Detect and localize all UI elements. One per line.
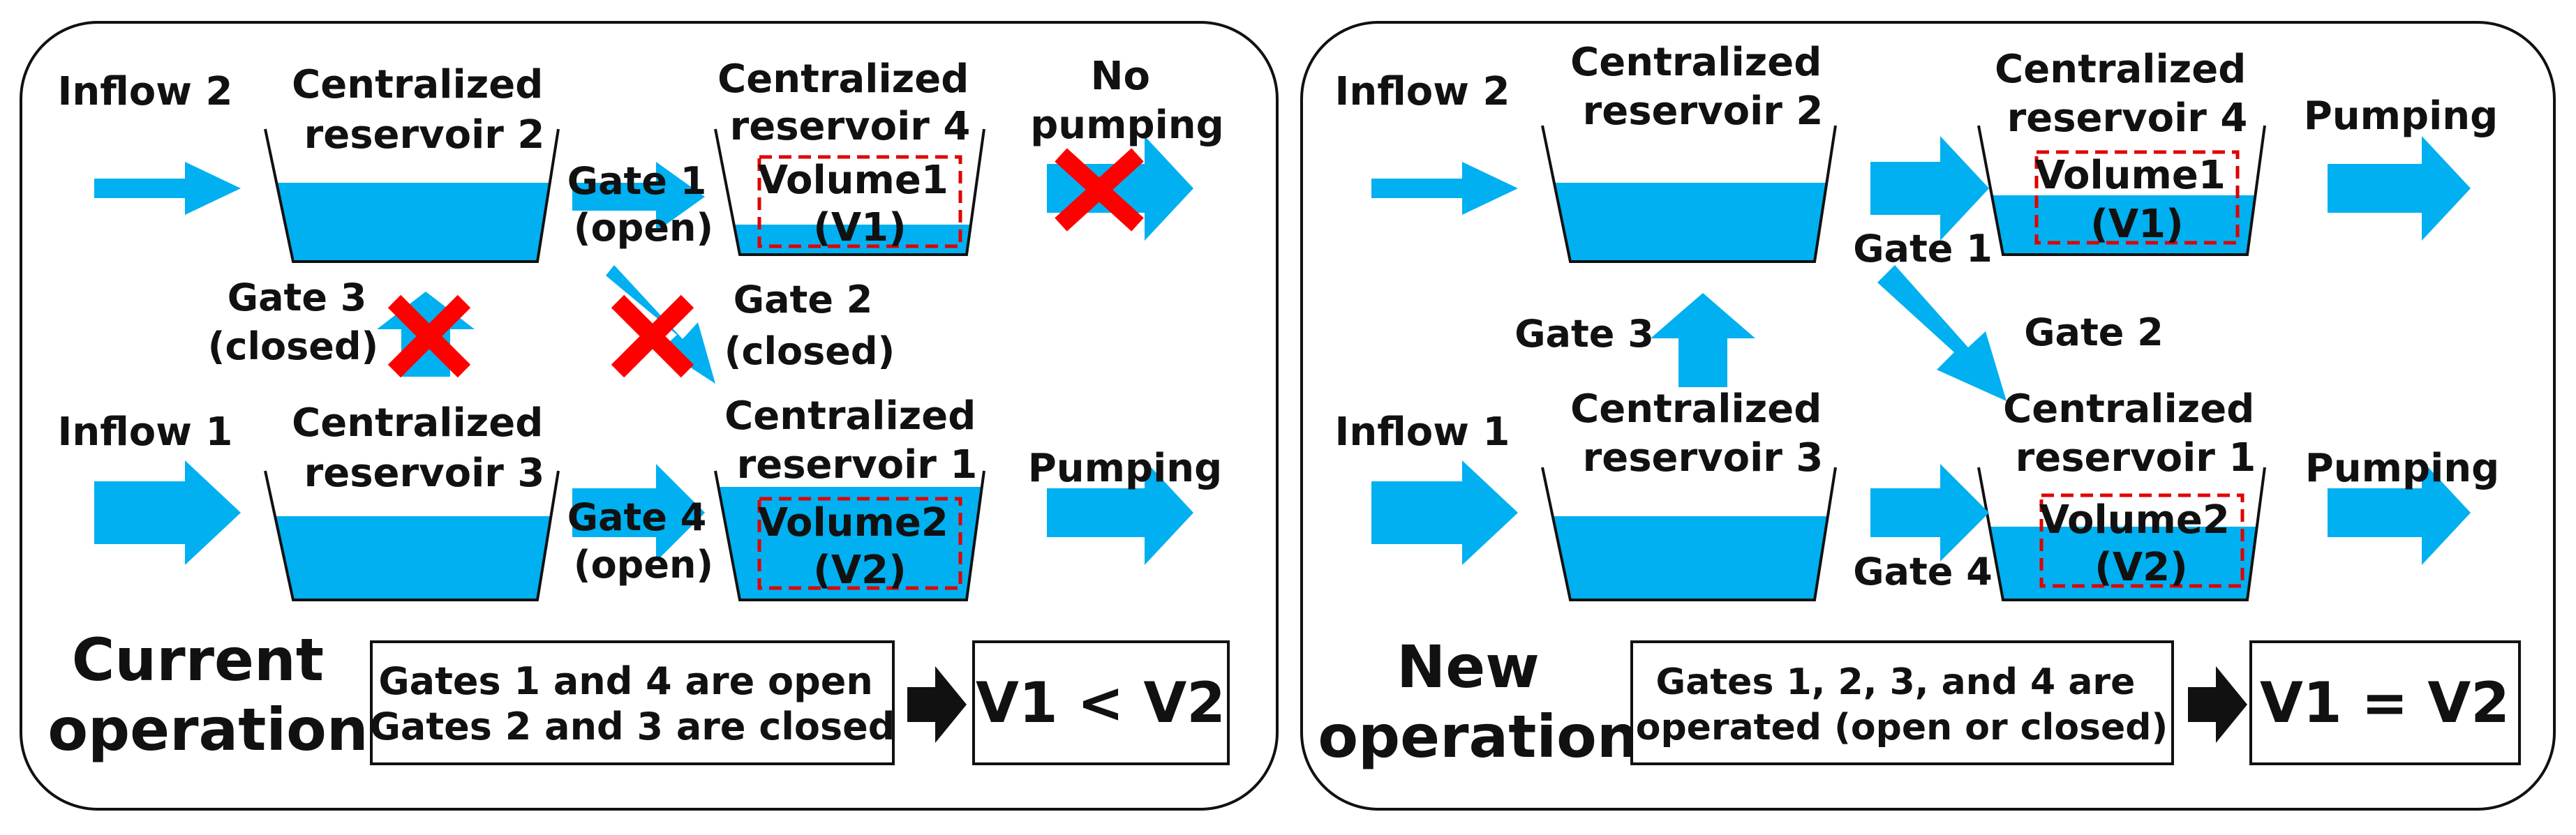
volume2-box [757, 497, 962, 590]
volume1-box [757, 155, 962, 248]
current-result-box [972, 640, 1230, 765]
new-out-bottom-arrow [2328, 460, 2471, 565]
current-operation-title: Current operation [47, 626, 368, 764]
inflow2-arrow [94, 162, 241, 215]
gate3-closed-cross [387, 294, 471, 378]
gate1-label: Gate 1 (open) [567, 159, 720, 250]
new-operation-panel: Inflow 2 Inflow 1 Centralized reservoir … [1300, 21, 2556, 811]
reservoir3-basin [264, 470, 560, 601]
current-note-text: Gates 1 and 4 are open Gates 2 and 3 are… [370, 659, 895, 749]
gate2-arrow [606, 265, 715, 384]
new-reservoir4-basin [1977, 125, 2266, 256]
new-result-text: V1 = V2 [2260, 670, 2510, 735]
current-note-box [370, 640, 895, 765]
new-gate1-arrow [1870, 136, 1989, 241]
new-gate2-arrow [1877, 265, 2007, 401]
new-gate4-arrow [1870, 464, 1989, 562]
reservoir2-label: Centralized reservoir 2 [292, 62, 557, 158]
out-bottom-label: Pumping [1028, 446, 1223, 491]
new-gate4-label: Gate 4 [1853, 550, 1993, 594]
new-reservoir3-label: Centralized reservoir 3 [1570, 386, 1836, 481]
out-top-label: No pumping [1030, 54, 1224, 148]
gate4-label: Gate 4 (open) [567, 495, 720, 587]
new-out-bottom-label: Pumping [2305, 446, 2500, 491]
reservoir4-label: Centralized reservoir 4 [717, 57, 983, 149]
current-operation-panel: Inflow 2 Inflow 1 Centralized reservoir … [20, 21, 1279, 811]
gate1-arrow [572, 162, 705, 232]
inflow1-label: Inflow 1 [58, 409, 233, 455]
new-gate2-label: Gate 2 [2024, 310, 2164, 354]
new-volume2-box [2039, 493, 2244, 588]
new-note-box [1630, 640, 2174, 765]
new-inflow1-arrow [1371, 460, 1518, 565]
new-result-arrow [2188, 666, 2247, 743]
out-bottom-arrow [1047, 460, 1193, 565]
new-reservoir2-basin [1541, 125, 1837, 263]
reservoir3-label: Centralized reservoir 3 [292, 400, 557, 496]
new-reservoir2-label: Centralized reservoir 2 [1570, 40, 1836, 134]
new-inflow1-label: Inflow 1 [1335, 409, 1510, 455]
new-reservoir3-basin [1541, 467, 1837, 601]
gate2-label: Gate 2 (closed) [724, 278, 895, 373]
new-gate3-arrow [1651, 293, 1755, 387]
new-reservoir4-label: Centralized reservoir 4 [1995, 47, 2260, 141]
no-pumping-cross [1055, 148, 1144, 232]
new-inflow2-label: Inflow 2 [1335, 69, 1510, 114]
out-top-arrow [1047, 136, 1193, 241]
inflow2-label: Inflow 2 [58, 69, 233, 114]
volume1-label: Volume1 (V1) [758, 158, 962, 250]
new-out-top-arrow [2328, 136, 2471, 241]
new-result-box [2249, 640, 2521, 765]
reservoir2-basin [264, 128, 560, 263]
new-reservoir1-label: Centralized reservoir 1 [2003, 386, 2268, 481]
new-note-text: Gates 1, 2, 3, and 4 are operated (open … [1636, 661, 2168, 749]
inflow1-arrow [94, 460, 241, 565]
gate4-arrow [572, 464, 705, 562]
new-out-top-label: Pumping [2304, 93, 2499, 139]
new-gate3-label: Gate 3 [1514, 312, 1654, 356]
new-volume1-label: Volume1 (V1) [2035, 153, 2240, 247]
new-inflow2-arrow [1371, 162, 1518, 215]
gate2-closed-cross [611, 294, 694, 378]
new-gate1-label: Gate 1 [1853, 227, 1993, 271]
new-volume1-box [2034, 150, 2240, 245]
reservoir1-label: Centralized reservoir 1 [724, 393, 990, 488]
current-result-arrow [907, 666, 967, 743]
volume2-label: Volume2 (V2) [758, 500, 962, 593]
new-volume2-label: Volume2 (V2) [2039, 497, 2244, 590]
current-result-text: V1 < V2 [976, 670, 1226, 735]
gate3-label: Gate 3 (closed) [208, 276, 380, 368]
new-operation-title: New operation [1318, 633, 1638, 771]
